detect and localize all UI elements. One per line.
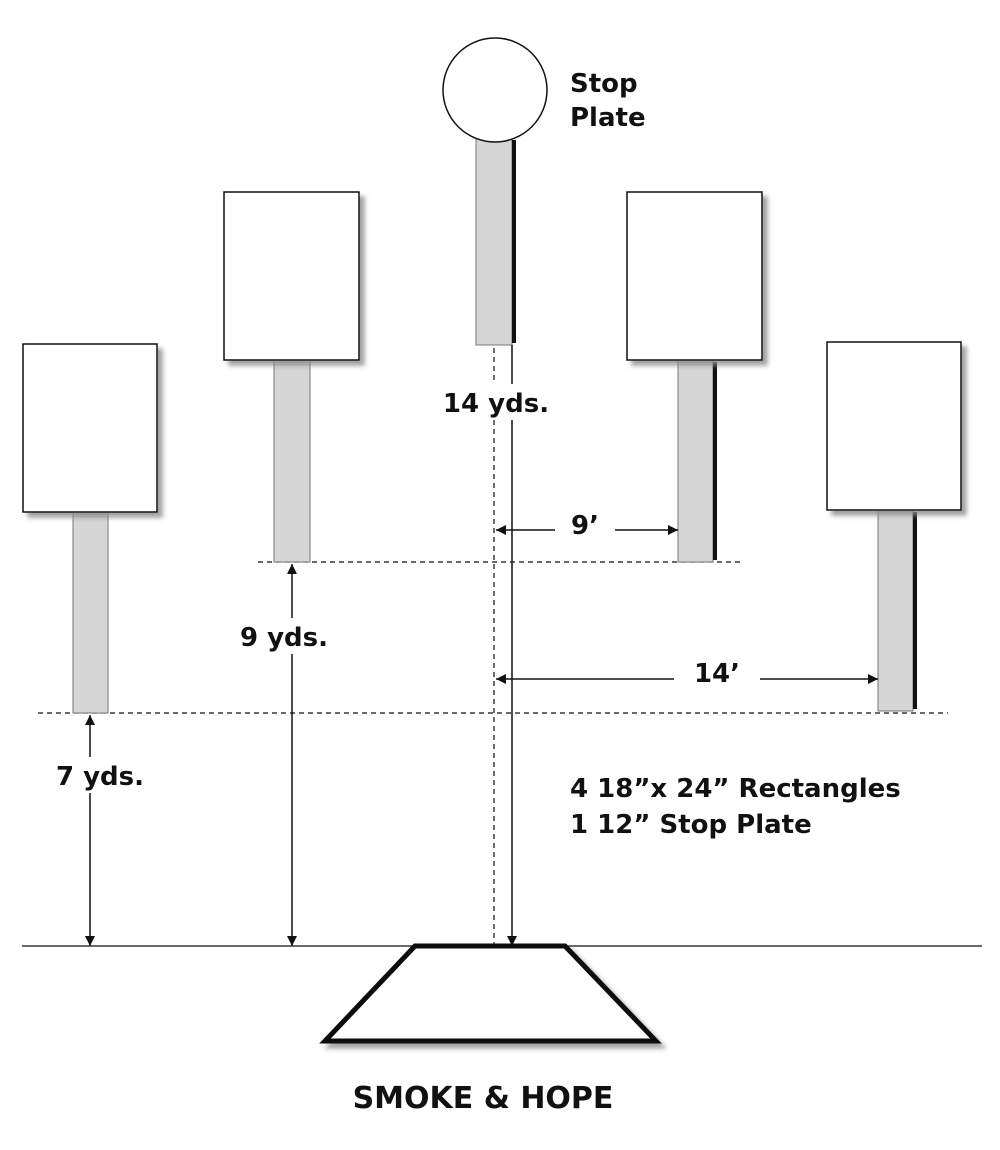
target-rectangle xyxy=(22,343,158,513)
label-9ft: 9’ xyxy=(571,511,599,541)
target-rectangle xyxy=(626,191,763,361)
label-9yds: 9 yds. xyxy=(240,623,328,653)
stop-plate-target xyxy=(442,37,548,346)
target-rect-left xyxy=(223,191,360,563)
stop-plate-label-line1: Stop xyxy=(570,69,638,99)
target-post xyxy=(677,359,714,563)
shooting-box xyxy=(319,943,662,1044)
target-rect-far-left xyxy=(22,343,158,714)
stage-title: SMOKE & HOPE xyxy=(353,1081,614,1116)
stop-plate xyxy=(442,37,548,143)
legend-stop-plate: 1 12” Stop Plate xyxy=(570,810,812,840)
label-7yds: 7 yds. xyxy=(56,762,144,792)
legend-rectangles: 4 18”x 24” Rectangles xyxy=(570,774,901,804)
target-rectangle xyxy=(826,341,962,511)
target-rect-right xyxy=(626,191,763,563)
target-post xyxy=(273,359,311,563)
stop-plate-post xyxy=(475,137,513,346)
target-post xyxy=(877,509,914,712)
target-rectangle xyxy=(223,191,360,361)
label-14ft: 14’ xyxy=(694,659,740,689)
stop-plate-label-line2: Plate xyxy=(570,103,646,133)
target-post xyxy=(72,511,109,714)
target-rect-far-right xyxy=(826,341,962,712)
label-14yds: 14 yds. xyxy=(443,389,549,419)
